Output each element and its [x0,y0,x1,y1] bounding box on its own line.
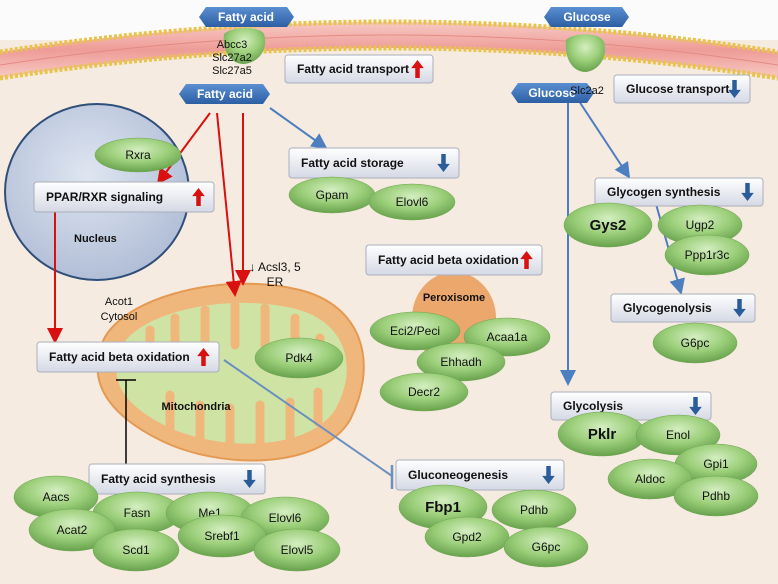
gene-label: Pklr [588,426,617,443]
svg-text:Slc2a2: Slc2a2 [570,85,604,97]
gene-eci2-peci: Eci2/Peci [369,311,461,351]
nucleus-label: Nucleus [74,233,117,245]
gene-scd1: Scd1 [92,528,180,572]
gene-gpd2: Gpd2 [424,516,510,558]
gene-g6pc-glycogenolysis: G6pc [652,322,738,364]
gene-srebf1: Srebf1 [177,514,267,558]
svg-text:Glucose: Glucose [528,86,576,100]
process-box-fa-beta-ox-perox: Fatty acid beta oxidation [365,244,543,276]
process-box-glycogenolysis: Glycogenolysis [610,293,756,323]
gene-label: Pdhb [702,489,730,503]
gene-label: G6pc [532,540,561,554]
svg-text:Fatty acid: Fatty acid [197,87,253,101]
process-label: Fatty acid storage [301,156,404,170]
gene-label: Ugp2 [686,218,715,232]
fatty-acid-transporter: Abcc3 Slc27a2 Slc27a5 [212,28,266,77]
svg-text:Glucose: Glucose [563,10,611,24]
gene-label: Gpam [316,188,349,202]
svg-text:Abcc3: Abcc3 [217,39,248,51]
gene-gpi1: Gpi1 [674,443,758,485]
gene-fasn: Fasn [92,491,182,535]
process-label: Glycolysis [563,399,623,413]
gene-ugp2: Ugp2 [657,204,743,246]
gene-label: Elovl6 [396,195,429,209]
gene-label: Ppp1r3c [685,248,730,262]
process-label: Fatty acid beta oxidation [378,253,519,267]
gene-label: Pdhb [520,503,548,517]
gene-label: Srebf1 [204,529,240,543]
gene-pklr: Pklr [557,411,647,457]
gene-pdk4: Pdk4 [254,337,344,379]
svg-text:Slc27a2: Slc27a2 [212,52,252,64]
mitochondrion [96,282,365,462]
gene-label: Aldoc [635,472,665,486]
cytosol-label-line2: Cytosol [101,311,138,323]
process-box-fa-storage: Fatty acid storage [288,147,460,179]
cytosol-label-line1: Acot1 [105,296,133,308]
gene-ppp1r3c: Ppp1r3c [664,234,750,276]
process-box-gluconeogenesis: Gluconeogenesis [395,459,565,491]
gene-elovl5: Elovl5 [253,528,341,572]
gene-label: Aacs [43,490,70,504]
gene-gys2: Gys2 [563,202,653,248]
process-label: Glucose transport [626,82,729,96]
gene-gpam: Gpam [288,176,376,214]
er-label-line2: ER [267,275,284,289]
glucose-inside-tag: Glucose [511,83,594,103]
gene-aldoc: Aldoc [607,458,693,500]
gene-label: Fbp1 [425,499,461,516]
gene-decr2: Decr2 [379,372,469,412]
gene-pdhb-gluconeo: Pdhb [491,489,577,531]
gene-elovl6-storage: Elovl6 [368,183,456,221]
process-label: Fatty acid beta oxidation [49,350,190,364]
fatty-acid-inside-tag: Fatty acid [179,84,270,104]
gene-label: Acat2 [57,523,88,537]
gene-label: Acaa1a [487,330,528,344]
er-label-line1: ↓ Acsl3, 5 [249,260,301,274]
pathway-edges [47,94,685,489]
process-box-ppar-rxr: PPAR/RXR signaling [33,181,215,213]
gene-label: G6pc [681,336,710,350]
gene-label: Elovl5 [281,543,314,557]
gene-aacs: Aacs [13,475,99,519]
peroxisome-label: Peroxisome [423,292,485,304]
gene-enol: Enol [635,414,721,456]
svg-text:Slc27a5: Slc27a5 [212,65,252,77]
gene-pdhb-glycolysis: Pdhb [673,475,759,517]
process-box-fa-beta-ox-mito: Fatty acid beta oxidation [36,341,220,373]
gene-label: Scd1 [122,543,150,557]
gene-ehhadh: Ehhadh [416,342,506,382]
process-label: Glycogenolysis [623,301,712,315]
glucose-transporter: Slc2a2 [565,34,606,97]
process-box-fa-synthesis: Fatty acid synthesis [88,463,266,495]
process-box-glucose-transport: Glucose transport [613,74,751,104]
process-label: Fatty acid synthesis [101,472,216,486]
process-box-fa-transport: Fatty acid transport [284,54,434,84]
gene-label: Ehhadh [440,355,481,369]
gene-label: Enol [666,428,690,442]
gene-label: Pdk4 [285,351,313,365]
gene-rxra: Rxra [94,137,182,173]
gene-label: Gpd2 [452,530,482,544]
process-label: Fatty acid transport [297,62,409,76]
glucose-outside-tag: Glucose [544,7,629,27]
fatty-acid-outside-tag: Fatty acid [199,7,294,27]
gene-label: Gpi1 [703,457,729,471]
process-label: Glycogen synthesis [607,185,721,199]
gene-acat2: Acat2 [28,508,116,552]
gene-label: Rxra [125,148,151,162]
process-box-glycogen-synthesis: Glycogen synthesis [594,177,764,207]
gene-label: Gys2 [590,217,627,234]
process-label: Gluconeogenesis [408,468,508,482]
process-label: PPAR/RXR signaling [46,190,163,204]
mitochondria-label: Mitochondria [161,401,231,413]
gene-label: Elovl6 [269,511,302,525]
gene-label: Fasn [124,506,151,520]
gene-label: Eci2/Peci [390,324,440,338]
svg-text:Fatty acid: Fatty acid [218,10,274,24]
gene-label: Decr2 [408,385,440,399]
gene-g6pc-gluconeo: G6pc [503,526,589,568]
